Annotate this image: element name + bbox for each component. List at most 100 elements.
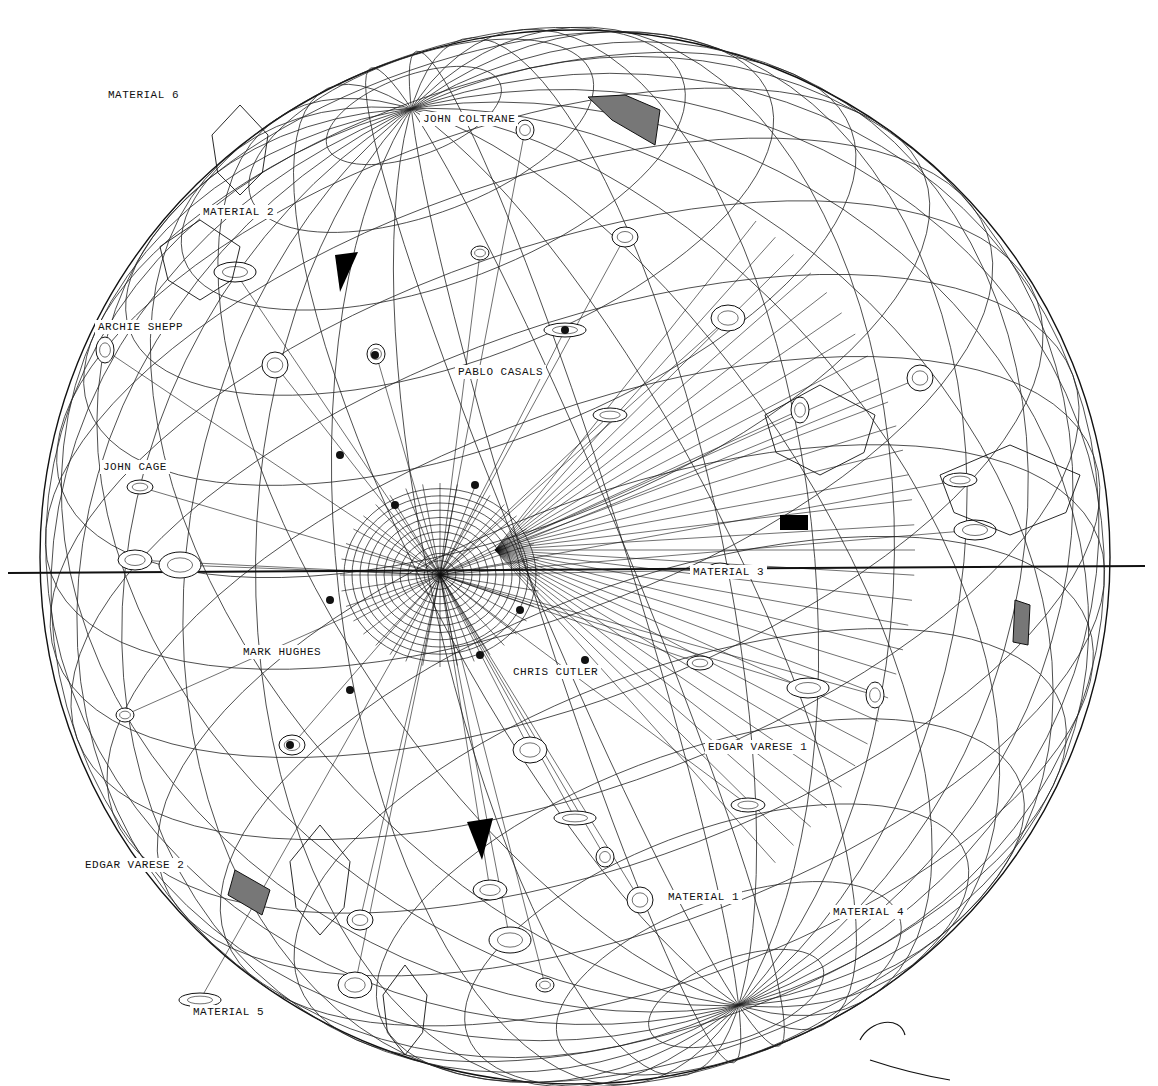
sound-object (791, 397, 809, 423)
sound-object (536, 978, 554, 992)
fan-line (495, 450, 903, 550)
point-dot (581, 656, 589, 664)
sound-object (600, 852, 611, 863)
fan-line (495, 273, 811, 550)
sound-object (593, 408, 627, 422)
ray-line (292, 575, 440, 745)
longitude-line (218, 99, 932, 1016)
vortex-spoke (353, 529, 440, 575)
sound-object (600, 411, 620, 419)
sound-object (516, 120, 534, 140)
sound-object (632, 893, 648, 907)
name-label: MATERIAL 2 (200, 205, 277, 219)
fan-line (495, 550, 878, 721)
sound-object (167, 558, 192, 572)
sound-object (907, 365, 933, 391)
sound-object (118, 550, 152, 570)
ray-line (440, 575, 510, 940)
fan-line (495, 237, 775, 550)
sphere-outline (40, 30, 1110, 1084)
fan-line (495, 550, 775, 863)
fan-line (495, 356, 868, 550)
latitude-line (465, 804, 969, 1086)
name-label: EDGAR VARESE 2 (82, 858, 187, 872)
sound-object (159, 552, 201, 578)
name-label: MATERIAL 6 (105, 88, 182, 102)
longitude-line (51, 73, 1099, 1040)
crystal-shape (940, 445, 1080, 535)
name-label: EDGAR VARESE 1 (705, 740, 810, 754)
ray-line (125, 575, 440, 715)
sound-object (262, 352, 288, 378)
vortex-spoke (376, 505, 440, 575)
vortex-spoke (440, 483, 441, 575)
longitude-line (122, 42, 1028, 1073)
sound-object (554, 811, 596, 825)
latitude-line (220, 537, 1093, 1026)
ray-line (440, 575, 808, 688)
crystal-shape (383, 965, 427, 1055)
latitude-line (157, 445, 1104, 976)
sound-object (96, 337, 114, 363)
longitude-line (183, 32, 967, 1083)
point-dot (371, 351, 379, 359)
vortex-spoke (346, 575, 440, 606)
ray-line (440, 318, 728, 575)
fan-line (495, 292, 827, 550)
latitude-line (249, 39, 594, 232)
grey-marker (588, 95, 660, 145)
vortex-spoke (440, 575, 441, 667)
fan-line (495, 550, 915, 551)
sound-object (692, 659, 708, 667)
sound-object (345, 978, 365, 992)
black-marker (335, 252, 358, 292)
sound-object (711, 305, 745, 331)
latitude-line (71, 275, 1079, 840)
sound-object (954, 520, 996, 540)
sound-object (687, 656, 713, 670)
fan-line (495, 475, 908, 550)
ray-line (440, 480, 960, 575)
longitude-line (150, 107, 999, 1007)
sound-object (367, 344, 385, 364)
sound-object (513, 737, 547, 763)
sound-object (787, 678, 829, 698)
sound-object (950, 476, 970, 484)
crystal-shape (160, 220, 240, 300)
ray-line (440, 415, 610, 575)
fan-line (495, 334, 855, 550)
ray-line (440, 575, 530, 750)
sound-object (943, 473, 977, 487)
sound-object (552, 326, 577, 334)
sound-object (544, 323, 586, 337)
ray-line (440, 237, 625, 575)
name-label: ARCHIE SHEPP (95, 320, 186, 334)
ray-line (235, 272, 440, 575)
ray-line (180, 565, 440, 575)
crystal-shape (765, 385, 875, 475)
fan-line (495, 500, 912, 550)
grey-marker (228, 870, 270, 915)
latitude-line (181, 28, 685, 311)
crystal-shape (290, 825, 350, 935)
sound-object (738, 801, 758, 809)
scribble-mark (860, 1022, 950, 1080)
point-dot (391, 501, 399, 509)
ray-line (440, 378, 920, 575)
vortex-spoke (390, 575, 440, 655)
point-dot (516, 606, 524, 614)
sound-object (612, 227, 638, 247)
fan-line (495, 550, 811, 827)
name-label: JOHN CAGE (100, 460, 170, 474)
latitude-line (45, 138, 992, 669)
sound-object (284, 740, 300, 751)
black-marker (780, 515, 808, 530)
sound-object (132, 483, 148, 491)
fan-line (495, 550, 842, 787)
sound-object (125, 555, 145, 566)
ray-line (200, 575, 440, 1000)
ray-line (440, 575, 700, 663)
name-label: MATERIAL 1 (665, 890, 742, 904)
sound-object (100, 343, 111, 357)
crystal-shape (212, 105, 268, 195)
